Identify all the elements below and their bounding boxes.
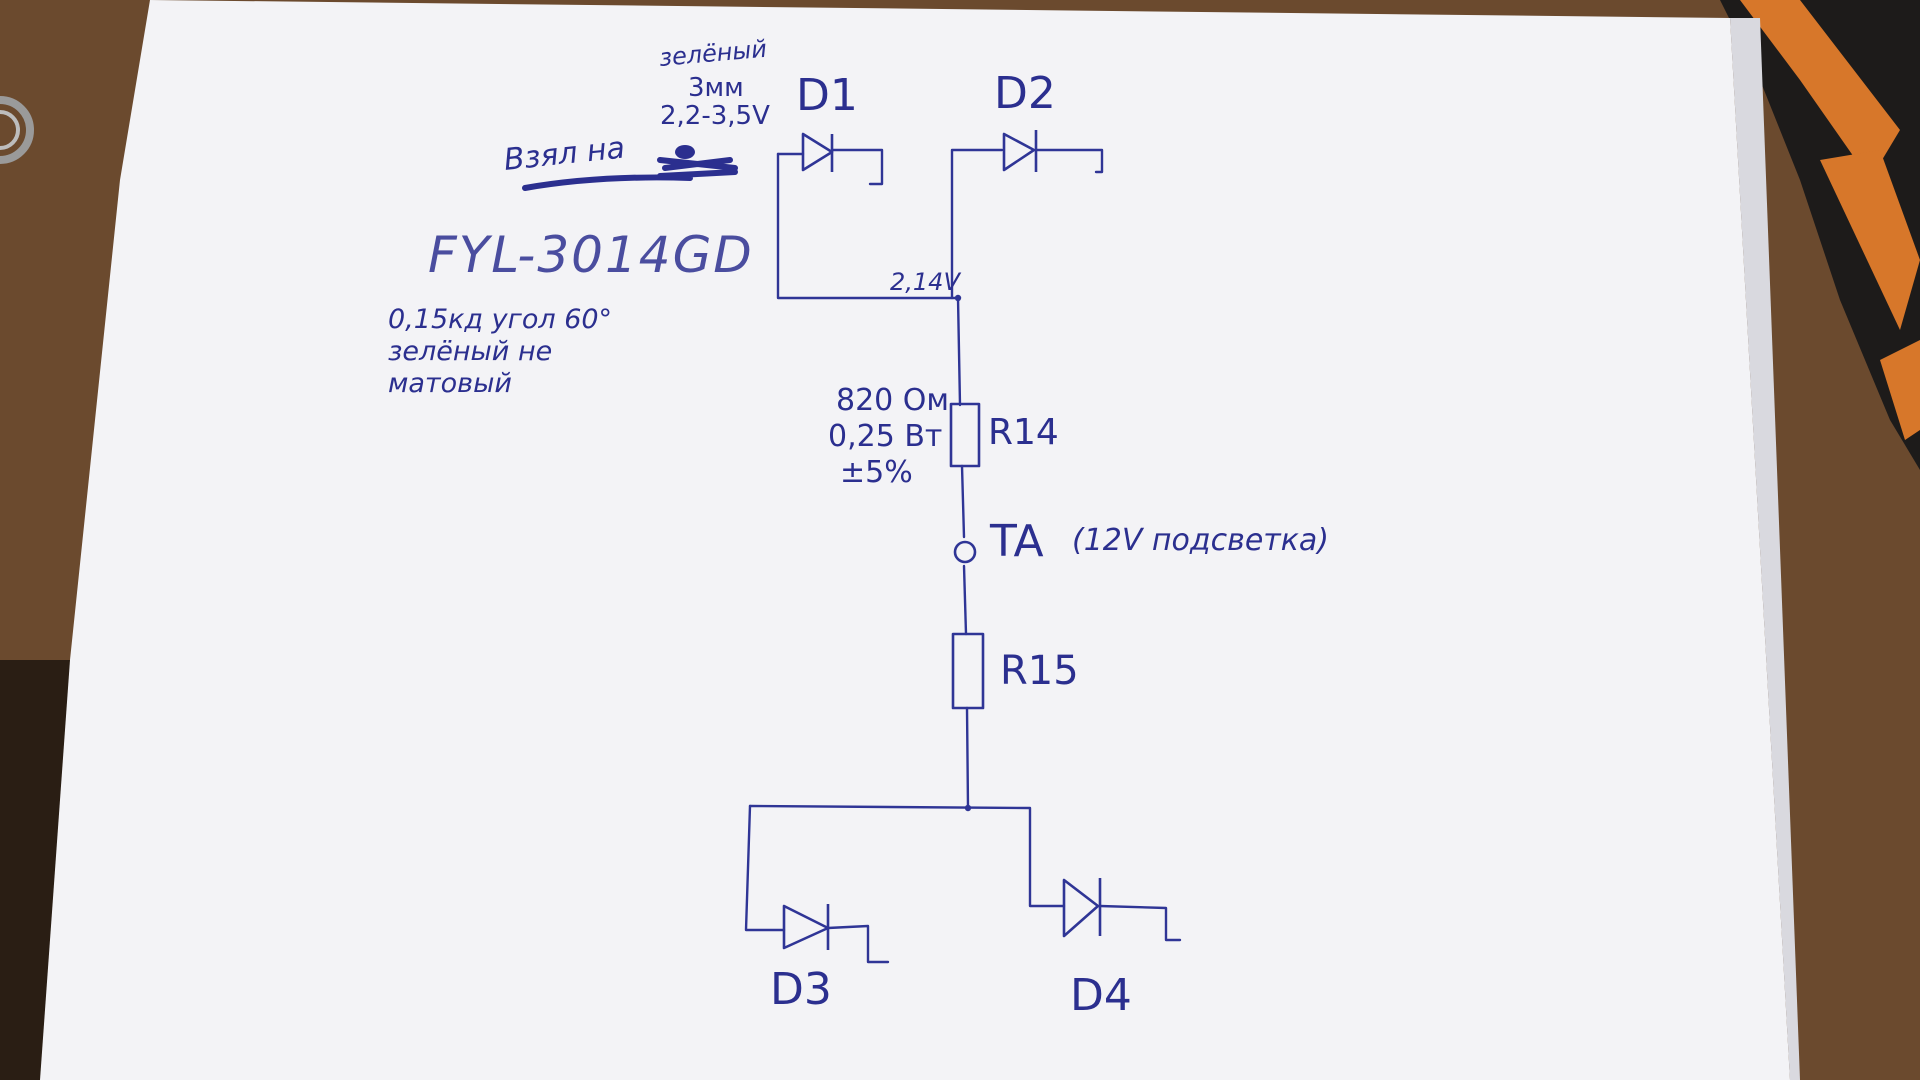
label-r14-value-2: 0,25 Вт xyxy=(828,419,942,454)
note-spec-line3: матовый xyxy=(388,368,512,399)
label-r14-value-1: 820 Ом xyxy=(836,383,949,418)
schematic-wiring xyxy=(744,148,1182,964)
resistor-r14-symbol xyxy=(949,402,981,468)
junction-dot-bottom xyxy=(964,804,972,812)
label-node-voltage: 2,14V xyxy=(890,268,961,296)
note-led-size: 3мм xyxy=(688,73,744,103)
note-part-number: FYL-3014GD xyxy=(428,226,754,284)
label-r15: R15 xyxy=(1000,648,1079,694)
label-d3: D3 xyxy=(770,964,832,1015)
label-ta-note: (12V подсветка) xyxy=(1072,523,1329,558)
note-spec-line2: зелёный не xyxy=(388,336,552,367)
label-ta: TA xyxy=(989,516,1044,567)
diode-d4-symbol xyxy=(1062,878,1102,938)
diode-d1-symbol xyxy=(801,132,834,172)
scribbled-out-text xyxy=(522,157,738,191)
note-led-voltage: 2,2-3,5V xyxy=(660,101,770,131)
label-r14-value-3: ±5% xyxy=(840,455,913,490)
label-d4: D4 xyxy=(1070,970,1132,1021)
diode-d2-symbol xyxy=(1002,130,1038,172)
label-d2: D2 xyxy=(994,68,1056,119)
label-d1: D1 xyxy=(796,70,858,121)
solder-coil xyxy=(0,96,34,164)
resistor-r15-symbol xyxy=(951,632,985,710)
label-r14: R14 xyxy=(988,412,1059,453)
terminal-ta-symbol xyxy=(953,540,977,564)
note-spec-line1: 0,15кд угол 60° xyxy=(388,304,612,335)
paper-sheet xyxy=(40,0,1790,1080)
junction-dot-top xyxy=(954,294,962,302)
diode-d3-symbol xyxy=(782,904,830,950)
paper-shadow-right xyxy=(1730,18,1800,1080)
screwdriver-handle xyxy=(1720,0,1920,470)
